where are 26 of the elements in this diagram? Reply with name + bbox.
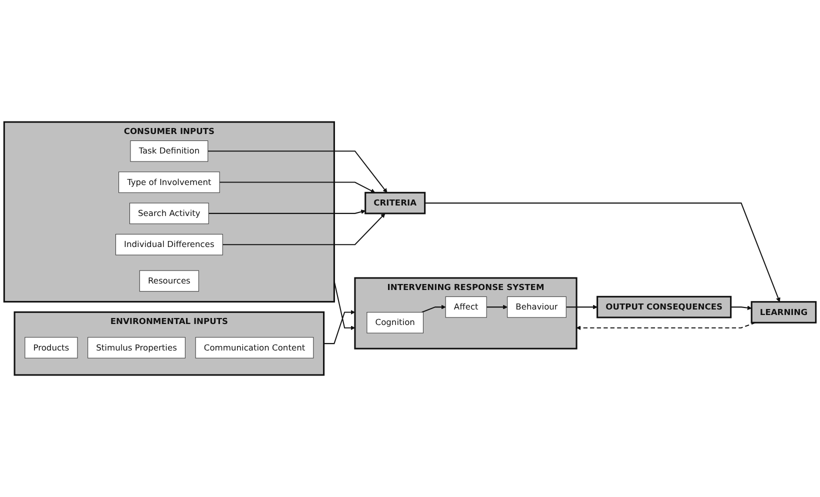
node-box: Resources <box>139 270 199 292</box>
node-box: CRITERIA <box>364 192 426 214</box>
arrow <box>422 304 446 313</box>
node-box: OUTPUT CONSEQUENCES <box>596 296 732 318</box>
arrow <box>324 310 356 344</box>
arrow <box>222 213 386 246</box>
arrow <box>566 304 598 310</box>
node-box: Affect <box>445 296 487 318</box>
arrow <box>334 280 356 330</box>
node-box: Cognition <box>366 312 424 334</box>
arrow <box>486 304 508 310</box>
node-box: Type of Involvement <box>118 172 220 193</box>
arrow <box>576 322 756 330</box>
arrow <box>208 210 366 214</box>
arrow <box>730 306 752 310</box>
node-box: LEARNING <box>750 301 817 324</box>
node-box: Behaviour <box>507 296 566 318</box>
arrow <box>208 150 388 193</box>
node-box: Task Definition <box>130 140 208 162</box>
node-box: Search Activity <box>129 202 209 224</box>
node-box: Stimulus Properties <box>88 337 186 358</box>
node-box: Individual Differences <box>115 234 223 256</box>
arrow <box>424 202 780 302</box>
node-box: Products <box>24 337 78 358</box>
node-box: Communication Content <box>195 337 314 358</box>
arrow <box>220 182 376 193</box>
